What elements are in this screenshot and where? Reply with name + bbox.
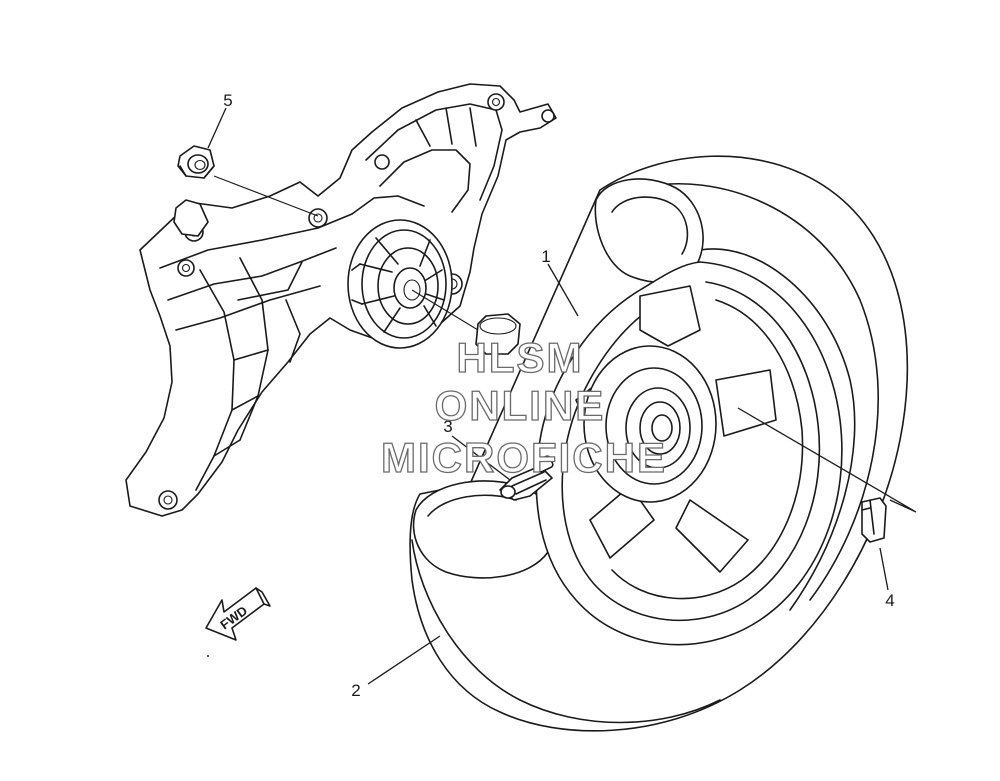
stray-dot xyxy=(207,655,209,657)
axle-center-line-lower xyxy=(411,289,479,331)
forward-direction-arrow: FWD xyxy=(205,587,271,641)
tire-valve-part-3 xyxy=(499,455,554,501)
callout-1: 1 xyxy=(541,247,550,266)
watermark-line-2: ONLINE xyxy=(435,382,606,429)
collar-spacer xyxy=(475,313,521,355)
leader-lines xyxy=(207,107,917,685)
callout-2: 2 xyxy=(351,681,360,700)
axle-center-line-upper xyxy=(213,175,319,217)
callout-3: 3 xyxy=(443,417,452,436)
swing-arm-housing xyxy=(125,83,557,517)
balance-weight-part-4 xyxy=(861,497,887,543)
watermark-line-1: HLSM xyxy=(457,334,584,381)
wheel-rim-part-1 xyxy=(535,261,843,646)
callout-5: 5 xyxy=(223,91,232,110)
watermark-line-3: MICROFICHE xyxy=(381,434,667,481)
watermark: HLSM ONLINE MICROFICHE xyxy=(380,333,667,481)
callout-4: 4 xyxy=(885,591,894,610)
flange-nut-part-5 xyxy=(177,145,215,179)
